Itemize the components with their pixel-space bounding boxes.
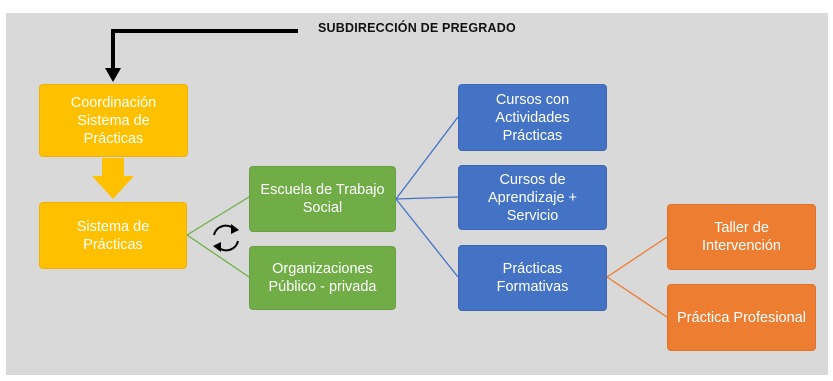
orange-connectors [606,236,668,318]
page-title: SUBDIRECCIÓN DE PREGRADO [318,21,516,35]
taller-intervencion-box: Taller de Intervención [667,204,816,270]
organizaciones-box: Organizaciones Público - privada [249,246,396,310]
sistema-practicas-box: Sistema de Prácticas [39,202,187,269]
green-connectors [186,196,250,278]
cycle-arrows-icon [213,224,239,252]
elbow-arrow-icon [105,29,298,82]
blue-connectors [395,116,459,278]
cursos-actividades-practicas-box: Cursos con Actividades Prácticas [458,84,607,151]
block-arrow-down-icon [92,158,134,199]
cursos-aprendizaje-servicio-box: Cursos de Aprendizaje + Servicio [458,165,607,230]
coordinacion-box: Coordinación Sistema de Prácticas [39,84,188,157]
escuela-trabajo-social-box: Escuela de Trabajo Social [249,166,396,232]
practica-profesional-box: Práctica Profesional [667,284,816,351]
practicas-formativas-box: Prácticas Formativas [458,245,607,311]
